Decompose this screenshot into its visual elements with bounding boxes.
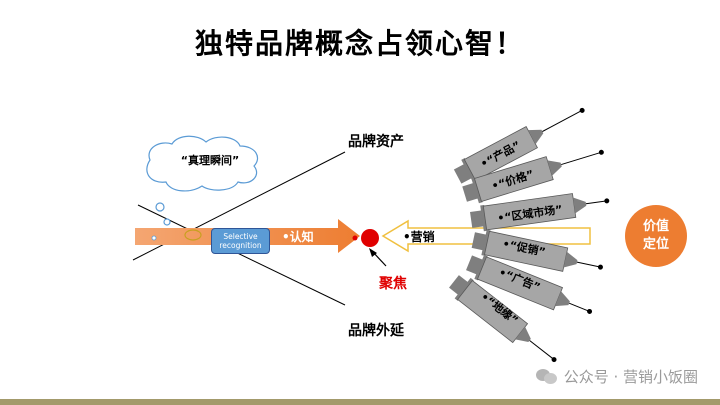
focus-dot-small — [352, 235, 358, 241]
arrow-origin-dot — [151, 235, 157, 241]
syringe-product — [453, 107, 585, 184]
value-position-circle — [625, 205, 687, 267]
watermark: 公众号 · 营销小饭圈 — [535, 364, 698, 388]
wechat-icon — [535, 367, 558, 385]
syringe-advertising — [466, 254, 593, 314]
marketing-label: •营销 — [403, 229, 435, 244]
value-position-line2: 定位 — [642, 236, 669, 252]
syringe-regional-market — [470, 193, 610, 232]
selective-line1: Selective — [223, 232, 258, 241]
thought-cloud — [146, 135, 259, 226]
cognition-label: •认知 — [282, 229, 314, 244]
watermark-text: 公众号 · 营销小饭圈 — [563, 367, 698, 386]
value-position-line1: 价值 — [643, 218, 669, 234]
selective-recognition-box: Selective recognition — [211, 228, 270, 254]
syringe-promotion — [471, 229, 603, 272]
funnel-line-lower — [137, 204, 346, 306]
cloud-text: “真理瞬间” — [180, 154, 240, 167]
selective-line2: recognition — [219, 241, 262, 250]
brand-extension-label: 品牌外延 — [348, 322, 405, 339]
slide-title: 独特品牌概念占领心智！ — [194, 27, 525, 60]
brand-assets-label: 品牌资产 — [348, 133, 404, 150]
bottom-bar — [0, 399, 720, 405]
focus-pointer-head — [369, 248, 377, 257]
selective-ellipse — [184, 229, 202, 241]
focus-dot-large — [361, 229, 379, 247]
syringe-price — [462, 149, 604, 204]
syringe-geography — [449, 275, 557, 363]
focus-label: 聚焦 — [378, 275, 407, 292]
